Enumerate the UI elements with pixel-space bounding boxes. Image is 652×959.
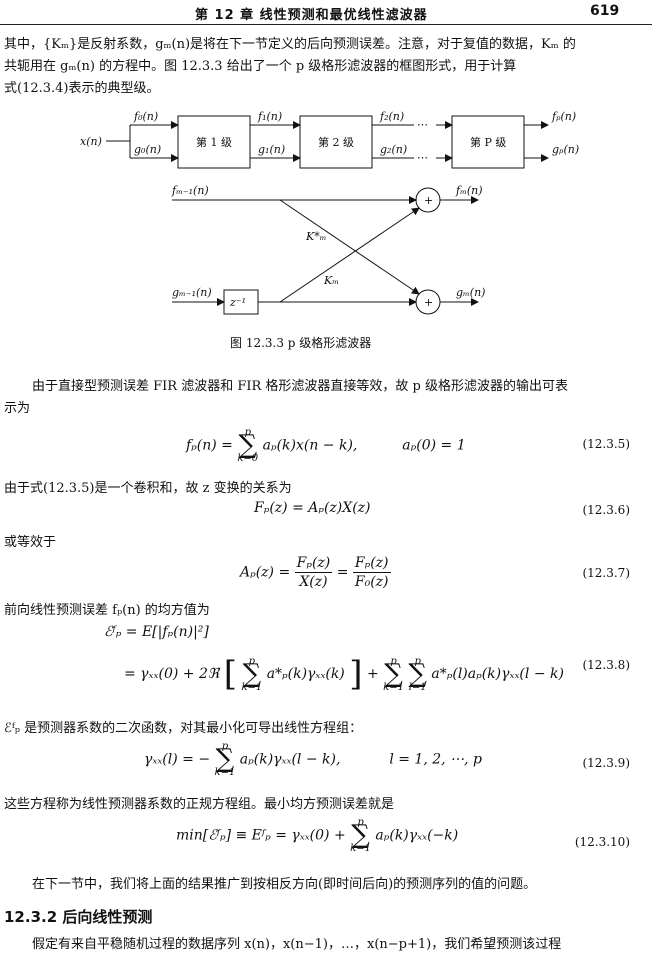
stage-1-box: [177, 115, 251, 169]
eq-12-3-10: min[ℰᶠₚ] ≡ Eᶠₚ = γₓₓ(0) + p ∑ k=1 aₚ(k)γ…: [176, 817, 459, 854]
k-conj-label: K*ₘ: [305, 230, 326, 243]
para-1-line-2: 共轭用在 gₘ(n) 的方程中。图 12.3.3 给出了一个 p 级格形滤波器的…: [4, 59, 517, 74]
para-8: 在下一节中，我们将上面的结果推广到按相反方向(即时间后向)的预测序列的值的问题。: [32, 877, 537, 892]
eq-12-3-5: fₚ(n) = p ∑ k=0 aₚ(k)x(n − k), aₚ(0) = 1: [186, 427, 466, 464]
plus-bottom: +: [424, 296, 433, 309]
section-heading: 12.3.2 后向线性预测: [4, 908, 153, 926]
eq-number-12-3-6: (12.3.6): [582, 503, 630, 517]
eq-12-3-8-line-2: = γₓₓ(0) + 2ℜ [ p ∑ k=1 a*ₚ(k)γₓₓ(k) ] +…: [124, 654, 564, 694]
para-4: 或等效于: [4, 535, 57, 550]
stage-2-label: 第 2 级: [318, 135, 354, 149]
f0-label: f₀(n): [133, 110, 158, 123]
stage-p-label: 第 P 级: [470, 135, 506, 149]
para-9: 假定有来自平稳随机过程的数据序列 x(n)，x(n−1)，…，x(n−p+1)，…: [32, 937, 562, 952]
chapter-title: 第 12 章 线性预测和最优线性滤波器: [195, 8, 428, 23]
para-3: 由于式(12.3.5)是一个卷积和，故 z 变换的关系为: [4, 481, 292, 496]
lattice-f-out-label: fₘ(n): [455, 184, 483, 197]
x-input-label: x(n): [80, 135, 102, 148]
fp-label: fₚ(n): [551, 110, 576, 123]
figure-caption: 图 12.3.3 p 级格形滤波器: [230, 336, 372, 350]
k-label: Kₘ: [323, 274, 339, 287]
eq-12-3-6: Fₚ(z) = Aₚ(z)X(z): [254, 500, 371, 516]
eq-number-12-3-8: (12.3.8): [582, 658, 630, 672]
header-rule: [0, 24, 652, 25]
delay-label: z⁻¹: [229, 296, 246, 309]
lattice-g-out-label: gₘ(n): [456, 286, 485, 299]
para-6: ℰᶠₚ 是预测器系数的二次函数，对其最小化可导出线性方程组：: [4, 721, 363, 736]
stage-2-box: [299, 115, 373, 169]
para-2-line-1: 由于直接型预测误差 FIR 滤波器和 FIR 格形滤波器直接等效，故 p 级格形…: [32, 379, 569, 394]
page-header: 第 12 章 线性预测和最优线性滤波器 619: [0, 0, 652, 26]
lattice-g-in-label: gₘ₋₁(n): [172, 286, 212, 299]
page-number: 619: [590, 3, 620, 19]
eq-12-3-8-line-1: ℰᶠₚ = E[|fₚ(n)|²]: [104, 624, 209, 640]
eq-number-12-3-10: (12.3.10): [574, 835, 630, 849]
lattice-filter-figure: x(n) f₀(n) g₀(n) f₁(n) g₁(n) f₂(n) g₂(n)…: [80, 110, 579, 315]
eq-number-12-3-9: (12.3.9): [582, 756, 630, 770]
gp-label: gₚ(n): [552, 143, 579, 156]
f1-label: f₁(n): [257, 110, 282, 123]
ellipsis-bottom: ⋯: [417, 151, 428, 164]
para-1-line-1: 其中，{Kₘ}是反射系数，gₘ(n)是将在下一节定义的后向预测误差。注意，对于复…: [4, 37, 576, 52]
para-5: 前向线性预测误差 fₚ(n) 的均方值为: [4, 603, 210, 618]
eq-number-12-3-7: (12.3.7): [582, 566, 630, 580]
g1-label: g₁(n): [258, 143, 285, 156]
eq-number-12-3-5: (12.3.5): [582, 437, 630, 451]
para-7: 这些方程称为线性预测器系数的正规方程组。最小均方预测误差就是: [4, 797, 395, 812]
lattice-f-in-label: fₘ₋₁(n): [171, 184, 209, 197]
g2-label: g₂(n): [380, 143, 407, 156]
ellipsis-top: ⋯: [417, 118, 428, 131]
stage-p-box: [451, 115, 525, 169]
para-1-line-3: 式(12.3.4)表示的典型级。: [4, 81, 160, 96]
stage-1-label: 第 1 级: [196, 135, 232, 149]
eq-12-3-7: Aₚ(z) = Fₚ(z) X(z) = Fₚ(z) F₀(z): [240, 555, 391, 590]
para-2-line-2: 示为: [4, 401, 31, 416]
g0-label: g₀(n): [134, 143, 161, 156]
f2-label: f₂(n): [379, 110, 404, 123]
eq-12-3-9: γₓₓ(l) = − p ∑ k=1 aₚ(k)γₓₓ(l − k), l = …: [144, 741, 482, 778]
plus-top: +: [424, 194, 433, 207]
